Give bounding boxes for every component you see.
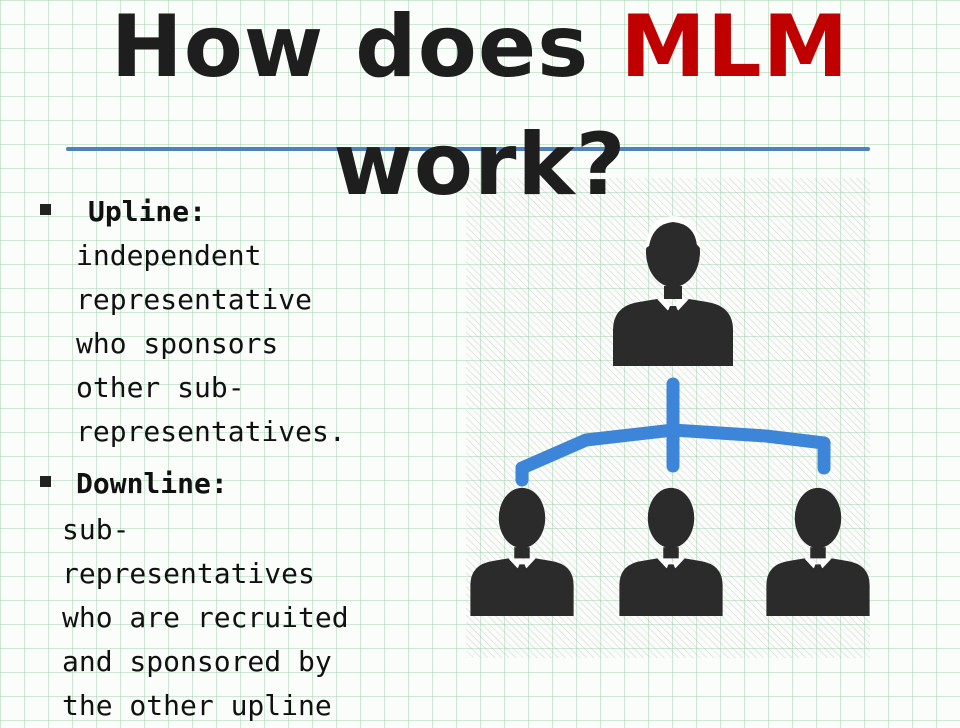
bullet-definition-line: sub-: [62, 513, 130, 546]
square-bullet-icon: [40, 204, 51, 215]
bullet-upline: Upline: independent representative who s…: [40, 190, 440, 454]
bullet-term: Upline:: [88, 195, 207, 228]
bullet-term: Downline:: [76, 467, 228, 500]
title-prefix: How does: [110, 0, 621, 97]
bullet-downline: Downline:: [40, 462, 440, 506]
bullet-definition-line: other sub-: [76, 371, 245, 404]
org-chart: [470, 216, 870, 616]
slide-title: How does MLM work?: [0, 0, 960, 224]
title-accent: MLM: [620, 0, 850, 97]
bullet-definition-line: representatives.: [76, 415, 346, 448]
bullet-definition-line: who sponsors: [76, 327, 279, 360]
bullet-definition-line: the other upline: [62, 689, 332, 722]
downline-definition: sub- representatives who are recruited a…: [40, 508, 440, 728]
connector-bar: [515, 423, 831, 475]
bullet-list: Upline: independent representative who s…: [40, 190, 440, 728]
bullet-definition-line: representatives: [62, 557, 315, 590]
bullet-definition-line: who are recruited: [62, 601, 349, 634]
title-suffix: work?: [333, 115, 627, 215]
title-underline: [66, 147, 870, 151]
bullet-definition-line: independent: [76, 239, 262, 272]
bullet-definition-line: representative: [76, 283, 313, 316]
person-icon-left: [470, 487, 574, 616]
square-bullet-icon: [40, 476, 51, 487]
person-icon-middle: [619, 487, 723, 616]
person-icon-right: [766, 487, 870, 616]
person-icon-top: [613, 216, 733, 366]
bullet-definition-line: and sponsored by: [62, 645, 332, 678]
connector-lines: [515, 377, 831, 487]
